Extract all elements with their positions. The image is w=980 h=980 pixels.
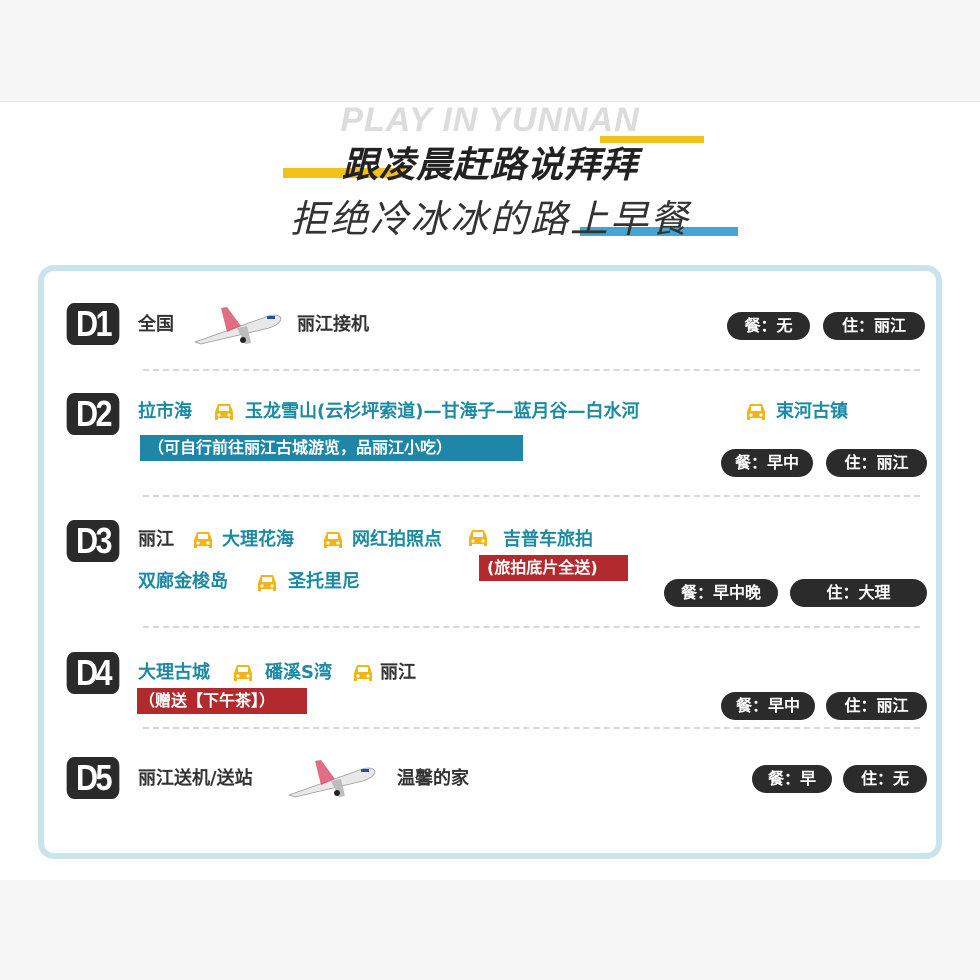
route-stop: 大理花海 <box>222 529 294 550</box>
stay-badge: 住：丽江 <box>826 692 927 720</box>
route-stop: 丽江送机/送站 <box>138 768 253 789</box>
accent-bar-blue <box>580 227 738 236</box>
plane-icon <box>193 302 285 346</box>
title-line1: 跟凌晨赶路说拜拜 <box>341 145 638 186</box>
route-note: (旅拍底片全送) <box>479 555 628 581</box>
divider <box>143 495 920 497</box>
divider <box>143 626 920 628</box>
meal-badge: 餐：早中 <box>721 449 813 477</box>
divider <box>143 727 920 729</box>
car-icon <box>745 401 767 423</box>
car-icon <box>467 527 489 549</box>
route-stop: 丽江 <box>138 529 174 550</box>
car-icon <box>232 662 254 684</box>
route-stop: 拉市海 <box>138 401 192 422</box>
stay-badge: 住：丽江 <box>826 449 927 477</box>
stay-badge: 住：大理 <box>790 579 927 607</box>
car-icon <box>322 529 344 551</box>
day-badge: D4 <box>66 652 120 694</box>
meal-badge: 餐：无 <box>727 312 810 340</box>
top-bar <box>0 0 980 102</box>
meal-badge: 餐：早 <box>752 765 832 793</box>
route-note: （可自行前往丽江古城游览，品丽江小吃） <box>140 435 523 461</box>
plane-icon <box>287 755 379 799</box>
route-stop: 全国 <box>138 314 174 335</box>
route-stop: 网红拍照点 <box>352 529 442 550</box>
route-note: （赠送【下午茶】） <box>137 688 307 714</box>
car-icon <box>256 572 278 594</box>
route-stop: 丽江接机 <box>297 314 369 335</box>
day-badge: D2 <box>66 393 120 435</box>
route-stop: 吉普车旅拍 <box>503 529 593 550</box>
route-stop: 温馨的家 <box>397 768 469 789</box>
title-line2: 拒绝冷冰冰的路上早餐 <box>289 197 690 241</box>
route-stop: 磻溪S湾 <box>265 662 332 683</box>
route-stop: 玉龙雪山(云杉坪索道)—甘海子—蓝月谷—白水河 <box>245 401 640 422</box>
car-icon <box>352 662 374 684</box>
day-badge: D3 <box>66 520 120 562</box>
day-badge: D5 <box>66 757 120 799</box>
day-badge: D1 <box>66 303 120 345</box>
route-stop: 丽江 <box>380 662 416 683</box>
stay-badge: 住：丽江 <box>823 312 925 340</box>
route-stop: 圣托里尼 <box>288 571 360 592</box>
route-stop: 双廊金梭岛 <box>138 571 228 592</box>
meal-badge: 餐：早中晚 <box>664 579 778 607</box>
bottom-bar <box>0 880 980 980</box>
car-icon <box>213 401 235 423</box>
stay-badge: 住：无 <box>843 765 927 793</box>
route-stop: 束河古镇 <box>776 401 848 422</box>
accent-bar-yellow <box>283 168 405 178</box>
watermark: PLAY IN YUNNAN <box>340 101 640 139</box>
meal-badge: 餐：早中 <box>721 692 815 720</box>
divider <box>143 369 920 371</box>
accent-bar-yellow <box>600 136 704 143</box>
route-stop: 大理古城 <box>138 662 210 683</box>
car-icon <box>192 529 214 551</box>
